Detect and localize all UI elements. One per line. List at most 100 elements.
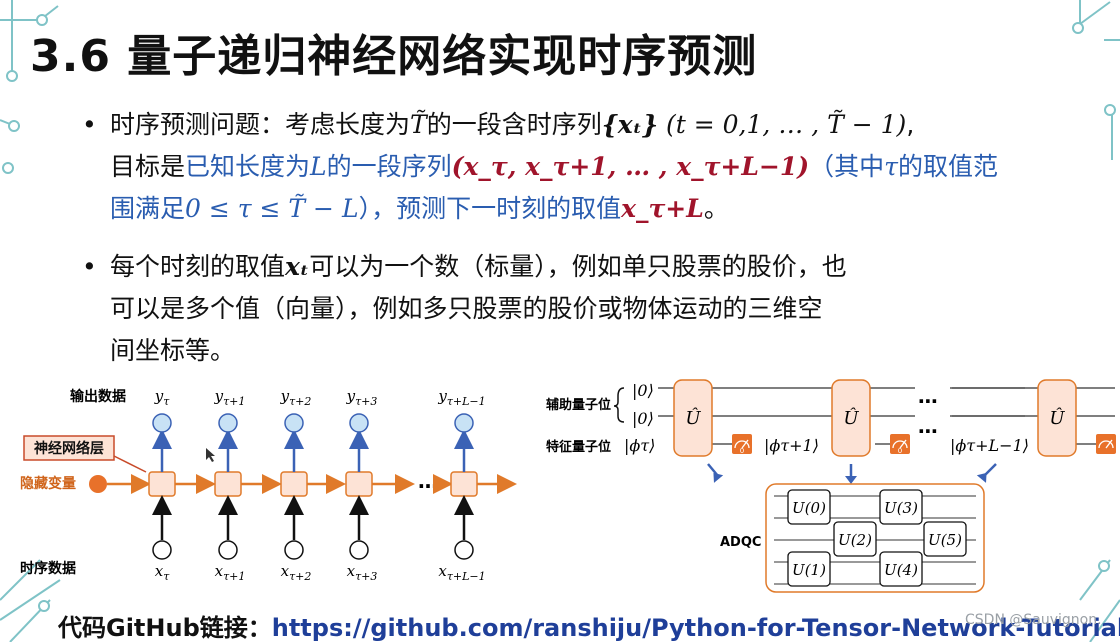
- text-known-length: 已知长度为: [185, 152, 311, 181]
- text-segment: 目标是: [110, 152, 186, 181]
- footer-label: 代码GitHub链接：: [58, 614, 272, 642]
- math-range: (t = 0,1, … , T̃ − 1): [666, 110, 907, 139]
- gate-label: Û: [685, 406, 701, 429]
- meter-value: 0: [740, 447, 744, 455]
- rnn-cell: [148, 471, 176, 497]
- output-node: [349, 413, 369, 433]
- text-segment: 间坐标等。: [110, 336, 236, 365]
- input-node: [454, 540, 474, 560]
- adqc-gate-0: U(0): [787, 489, 831, 525]
- svg-text:U(2): U(2): [838, 531, 872, 549]
- footer-link-row: 代码GitHub链接：https://github.com/ranshiju/P…: [58, 608, 1120, 643]
- text-segment: 时序预测问题：考虑长度为: [110, 110, 411, 139]
- adqc-gate-3: U(3): [879, 489, 923, 525]
- text-segment: ,: [906, 110, 915, 139]
- math-sequence: {xₜ}: [601, 110, 659, 139]
- input-label: xτ: [155, 562, 170, 583]
- svg-text:U(0): U(0): [792, 499, 826, 517]
- meter-icon: [890, 434, 910, 454]
- nn-layer-callout: [23, 435, 115, 461]
- output-node: [218, 413, 238, 433]
- math-xt: xₜ: [285, 252, 310, 281]
- bullet-item-values: • 每个时刻的取值xₜ可以为一个数（标量），例如单只股票的股价，也 可以是多个值…: [82, 246, 1072, 372]
- input-label: xτ+1: [215, 562, 246, 583]
- text-segment: ），预测下一时刻的取值: [358, 194, 622, 223]
- qrnn-diagram: 辅助量子位 特征量子位 |0⟩ |0⟩ |ϕτ⟩ Û 0 |ϕτ+1⟩ Û 0 …: [546, 379, 1116, 593]
- input-label: xτ+L−1: [438, 562, 485, 583]
- input-data-label: 时序数据: [20, 560, 76, 577]
- text-segment: 的一段序列: [326, 152, 452, 181]
- rnn-column-0: yτ xτ: [148, 387, 216, 583]
- rnn-column-2: yτ+2 xτ+2: [280, 387, 346, 583]
- text-segment: 的一段含时序列: [426, 110, 602, 139]
- ket-zero-2: |0⟩: [632, 409, 654, 428]
- aux-qubits-label: 辅助量子位: [546, 397, 611, 413]
- ket-zero-1: |0⟩: [632, 381, 654, 400]
- input-node: [284, 540, 304, 560]
- brace-icon: [613, 387, 625, 423]
- watermark: CSDN @Sauvignon.: [965, 612, 1102, 628]
- rnn-column-last: yτ+L−1 xτ+L−1: [437, 387, 517, 583]
- meter-icon: [1096, 434, 1116, 454]
- phi-input-0: |ϕτ⟩: [624, 436, 655, 455]
- gate-label: Û: [1049, 406, 1065, 429]
- output-label: yτ: [154, 387, 170, 408]
- rnn-cell: [450, 471, 478, 497]
- output-label: yτ+L−1: [437, 387, 485, 408]
- adqc-label: ADQC: [720, 535, 761, 550]
- slide-title: 3.6 量子递归神经网络实现时序预测: [30, 31, 758, 82]
- github-link[interactable]: https://github.com/ranshiju/Python-for-T…: [271, 614, 1120, 642]
- rnn-column-1: yτ+1 xτ+1: [214, 387, 282, 583]
- output-node: [454, 413, 474, 433]
- output-node: [152, 413, 172, 433]
- input-node: [218, 540, 238, 560]
- rnn-cell: [345, 471, 373, 497]
- svg-text:U(3): U(3): [884, 499, 918, 517]
- adqc-gate-1: U(1): [787, 551, 831, 587]
- text-segment: 可以为一个数（标量），例如单只股票的股价，也: [309, 252, 847, 281]
- unitary-gate: [673, 379, 713, 457]
- arrow-icon: [976, 472, 987, 483]
- text-segment: 的取值范: [898, 152, 999, 181]
- adqc-gate-2: U(2): [833, 521, 877, 557]
- text-segment: 。: [703, 194, 729, 223]
- unitary-gate: [1037, 379, 1077, 457]
- math-inequality: 0 ≤ τ ≤ T̃ − L: [185, 194, 359, 223]
- quantum-step-0: Û 0: [673, 379, 752, 457]
- svg-text:U(4): U(4): [884, 561, 918, 579]
- qrnn-ellipsis-bottom: ⋯: [918, 419, 938, 443]
- math-L: L: [310, 152, 327, 181]
- rnn-column-3: yτ+3 xτ+3: [345, 387, 415, 583]
- adqc-gate-5: U(5): [923, 521, 967, 557]
- gate-label: Û: [843, 406, 859, 429]
- meter-icon: [732, 434, 752, 454]
- qrnn-ellipsis-top: ⋯: [918, 389, 938, 413]
- arrow-icon: [713, 472, 724, 483]
- math-tuple: (x_τ, x_τ+1, … , x_τ+L−1): [451, 152, 810, 181]
- rnn-diagram: 输出数据 时序数据 隐藏变量 神经网络层 yτ xτ yτ+1 xτ+1 yτ+…: [20, 387, 517, 583]
- rnn-cell: [214, 471, 242, 497]
- quantum-step-last: Û: [1037, 379, 1116, 457]
- output-label: yτ+3: [346, 387, 378, 408]
- text-segment: 可以是多个值（向量），例如多只股票的股价或物体运动的三维空: [110, 294, 823, 323]
- math-next-value: x_τ+L: [621, 194, 704, 223]
- output-label: yτ+2: [280, 387, 312, 408]
- input-node: [349, 540, 369, 560]
- bullet-list: • 时序预测问题：考虑长度为T̃的一段含时序列{xₜ} (t = 0,1, … …: [82, 104, 1072, 388]
- svg-text:U(1): U(1): [792, 561, 826, 579]
- rnn-ellipsis: …: [418, 469, 438, 493]
- mouse-cursor-icon: [206, 448, 215, 462]
- math-T-tilde: T̃: [410, 110, 427, 139]
- nn-layer-label: 神经网络层: [34, 440, 104, 457]
- bullet-dot: •: [82, 110, 97, 139]
- bullet-dot: •: [82, 252, 97, 281]
- input-label: xτ+2: [281, 562, 312, 583]
- phi-input-1: |ϕτ+1⟩: [764, 436, 819, 455]
- hidden-state-node: [89, 475, 107, 493]
- input-node: [152, 540, 172, 560]
- text-segment: 围满足: [110, 194, 186, 223]
- unitary-gate: [831, 379, 871, 457]
- math-tau: τ: [884, 152, 898, 181]
- feature-qubit-label: 特征量子位: [546, 439, 611, 455]
